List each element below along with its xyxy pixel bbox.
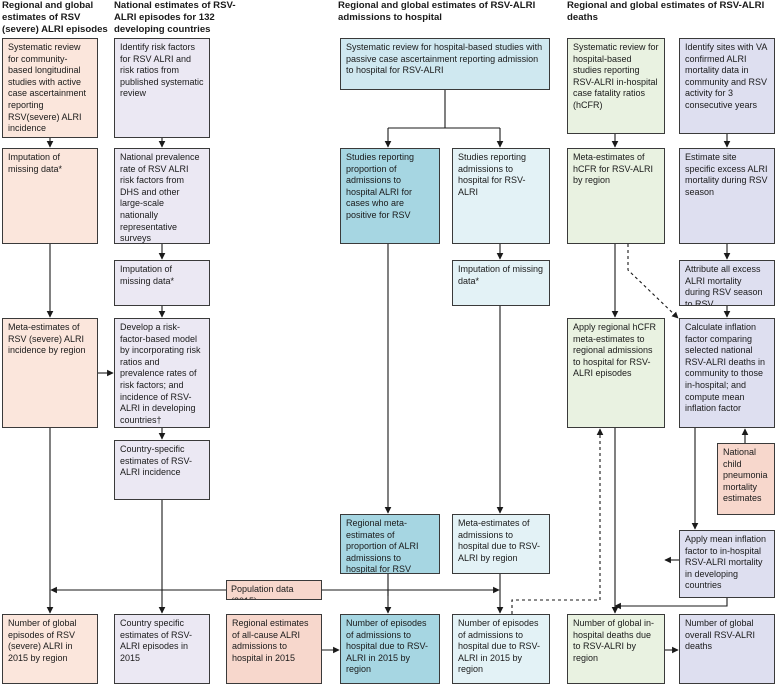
box-apply-hcfr: Apply regional hCFR meta-estimates to re… [567, 318, 665, 428]
box-systematic-review-hcfr: Systematic review for hospital-based stu… [567, 38, 665, 134]
header-rsv-episodes: Regional and global estimates of RSV (se… [2, 0, 108, 35]
box-regional-meta-proportion: Regional meta-estimates of proportion of… [340, 514, 440, 574]
box-apply-inflation: Apply mean inflation factor to in-hospit… [679, 530, 775, 598]
header-rsv-deaths: Regional and global estimates of RSV-ALR… [567, 0, 765, 23]
box-inflation-factor: Calculate inflation factor comparing sel… [679, 318, 775, 428]
box-systematic-review-hospital: Systematic review for hospital-based stu… [340, 38, 550, 90]
box-global-episodes: Number of global episodes of RSV (severe… [2, 614, 98, 684]
box-population-data: Population data (2015) [226, 580, 322, 600]
dashed-arrow-episodes-to-apply [511, 428, 604, 614]
box-imputation-missing-1: Imputation of missing data* [2, 148, 98, 244]
box-identify-risk-factors: Identify risk factors for RSV ALRI and r… [114, 38, 210, 138]
arrow-apply-inflation-to-inhospital [614, 598, 728, 610]
box-attribute-excess: Attribute all excess ALRI mortality duri… [679, 260, 775, 306]
box-studies-proportion: Studies reporting proportion of admissio… [340, 148, 440, 244]
box-site-excess-mortality: Estimate site specific excess ALRI morta… [679, 148, 775, 244]
box-episodes-admissions-b: Number of episodes of admissions to hosp… [452, 614, 550, 684]
box-regional-allcause: Regional estimates of all-cause ALRI adm… [226, 614, 322, 684]
box-meta-hcfr: Meta-estimates of hCFR for RSV-ALRI by r… [567, 148, 665, 244]
header-national-estimates: National estimates of RSV-ALRI episodes … [114, 0, 236, 35]
box-national-pneumonia: National child pneumonia mortality estim… [717, 443, 775, 515]
box-global-inhospital-deaths: Number of global in-hospital deaths due … [567, 614, 665, 684]
box-risk-factor-model: Develop a risk-factor-based model by inc… [114, 318, 210, 428]
box-imputation-missing-3: Imputation of missing data* [452, 260, 550, 306]
header-hospital-admissions: Regional and global estimates of RSV-ALR… [338, 0, 536, 23]
box-imputation-missing-2: Imputation of missing data* [114, 260, 210, 306]
line-sr-hospital-split [388, 90, 500, 129]
box-identify-sites: Identify sites with VA confirmed ALRI mo… [679, 38, 775, 134]
box-meta-admissions: Meta-estimates of admissions to hospital… [452, 514, 550, 574]
box-systematic-review-community: Systematic review for community-based lo… [2, 38, 98, 138]
box-country-specific-estimates: Country-specific estimates of RSV-ALRI i… [114, 440, 210, 500]
box-meta-estimates-rsv: Meta-estimates of RSV (severe) ALRI inci… [2, 318, 98, 428]
box-studies-admissions: Studies reporting admissions to hospital… [452, 148, 550, 244]
dashed-arrow-meta-hcfr-to-inflation [627, 244, 679, 319]
box-country-episodes: Country specific estimates of RSV-ALRI e… [114, 614, 210, 684]
box-national-prevalence: National prevalence rate of RSV ALRI ris… [114, 148, 210, 244]
box-episodes-admissions-a: Number of episodes of admissions to hosp… [340, 614, 440, 684]
box-global-overall-deaths: Number of global overall RSV-ALRI deaths [679, 614, 775, 684]
